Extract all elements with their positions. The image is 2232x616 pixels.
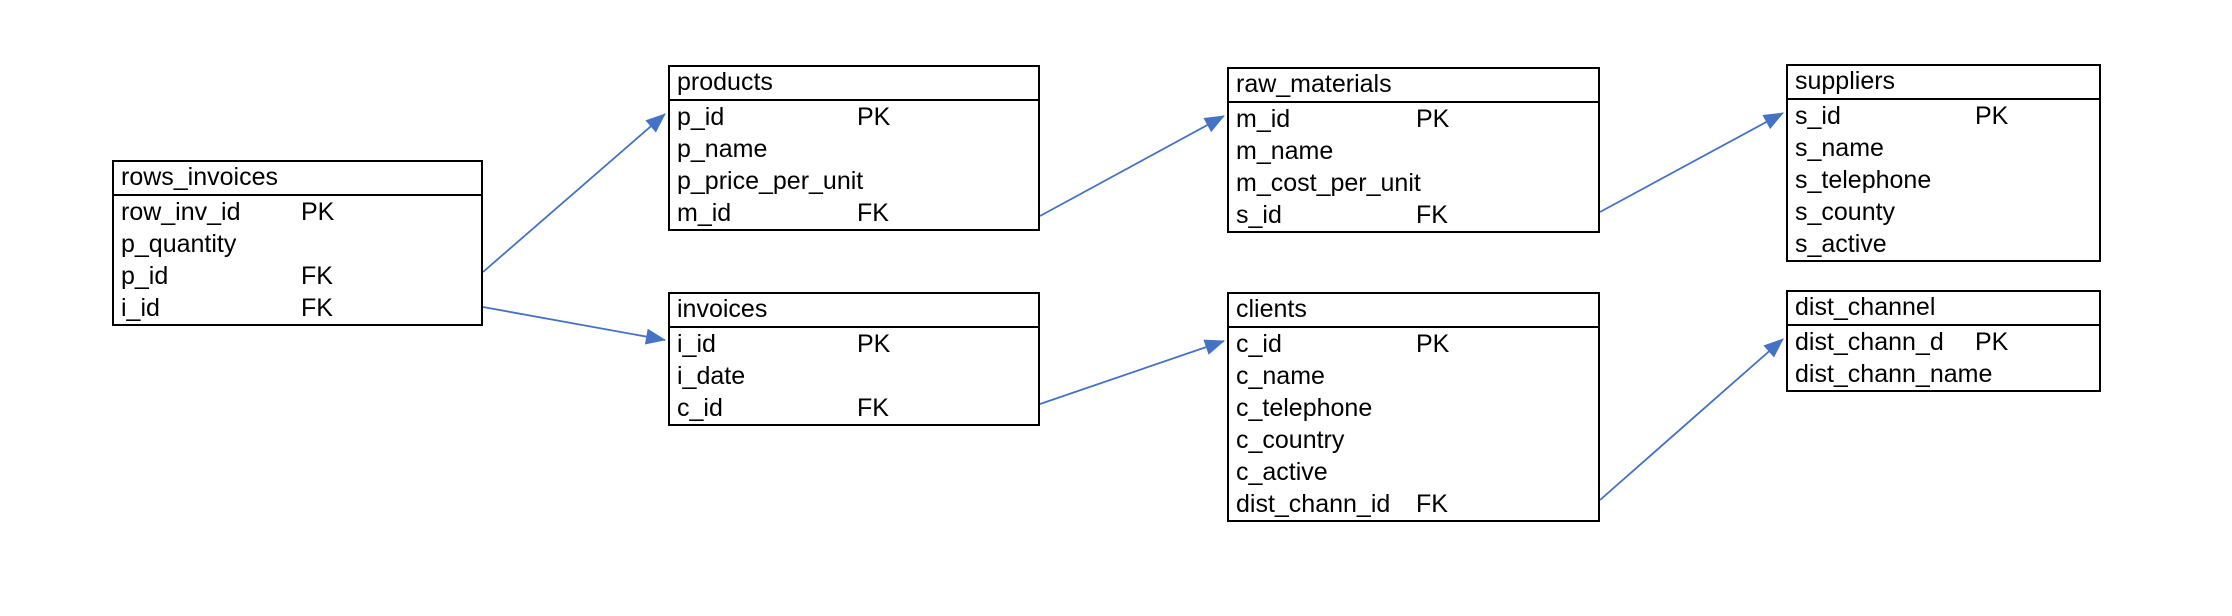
column-row: c_id FK (670, 392, 1038, 424)
column-row: i_id FK (114, 292, 481, 324)
key-badge: FK (857, 394, 889, 422)
column-row: c_telephone (1229, 392, 1598, 424)
column-row: m_cost_per_unit (1229, 167, 1598, 199)
column-row: s_active (1788, 228, 2099, 260)
entity-title: dist_channel (1788, 292, 2099, 326)
column-name: s_id (1795, 102, 1841, 130)
entity-clients[interactable]: clients c_id PK c_name c_telephone c_cou… (1227, 292, 1600, 522)
column-row: s_county (1788, 196, 2099, 228)
column-row: c_name (1229, 360, 1598, 392)
arrow-clients-to-dist_channel[interactable] (1599, 338, 1784, 501)
column-name: p_price_per_unit (677, 167, 864, 195)
column-row: c_active (1229, 456, 1598, 488)
entity-suppliers[interactable]: suppliers s_id PK s_name s_telephone s_c… (1786, 64, 2101, 262)
column-row: p_name (670, 133, 1038, 165)
entity-invoices[interactable]: invoices i_id PK i_date c_id FK (668, 292, 1040, 426)
entity-title: suppliers (1788, 66, 2099, 100)
entity-rows_invoices[interactable]: rows_invoices row_inv_id PK p_quantity p… (112, 160, 483, 326)
column-row: m_id FK (670, 197, 1038, 229)
column-name: s_telephone (1795, 166, 1932, 194)
column-name: m_id (1236, 105, 1291, 133)
column-name: m_name (1236, 137, 1334, 165)
column-row: dist_chann_name (1788, 358, 2099, 390)
column-name: c_country (1236, 426, 1345, 454)
entity-title: products (670, 67, 1038, 101)
column-name: row_inv_id (121, 198, 241, 226)
column-name: i_id (121, 294, 160, 322)
key-badge: PK (1975, 102, 2009, 130)
column-name: c_telephone (1236, 394, 1373, 422)
column-name: s_county (1795, 198, 1896, 226)
column-name: c_active (1236, 458, 1328, 486)
column-name: s_name (1795, 134, 1884, 162)
column-row: s_id PK (1788, 100, 2099, 132)
key-badge: PK (1416, 105, 1450, 133)
column-row: dist_chann_d PK (1788, 326, 2099, 358)
arrow-rows_invoices-to-products[interactable] (482, 113, 666, 273)
column-row: s_id FK (1229, 199, 1598, 231)
column-row: m_name (1229, 135, 1598, 167)
column-name: p_quantity (121, 230, 237, 258)
column-name: dist_chann_d (1795, 328, 1944, 356)
entity-title: rows_invoices (114, 162, 481, 196)
column-name: c_name (1236, 362, 1325, 390)
entity-title: clients (1229, 294, 1598, 328)
column-row: c_id PK (1229, 328, 1598, 360)
column-row: s_telephone (1788, 164, 2099, 196)
column-name: dist_chann_id (1236, 490, 1391, 518)
arrow-raw_materials-to-suppliers[interactable] (1599, 112, 1784, 213)
key-badge: PK (301, 198, 335, 226)
entity-dist_channel[interactable]: dist_channel dist_chann_d PK dist_chann_… (1786, 290, 2101, 392)
column-name: p_id (677, 103, 725, 131)
column-name: s_active (1795, 230, 1887, 258)
column-name: i_id (677, 330, 716, 358)
column-row: p_price_per_unit (670, 165, 1038, 197)
column-row: p_id PK (670, 101, 1038, 133)
key-badge: PK (1416, 330, 1450, 358)
column-row: c_country (1229, 424, 1598, 456)
column-row: i_id PK (670, 328, 1038, 360)
arrow-products-to-raw_materials[interactable] (1039, 115, 1225, 217)
key-badge: PK (857, 103, 891, 131)
column-row: m_id PK (1229, 103, 1598, 135)
column-row: i_date (670, 360, 1038, 392)
column-name: dist_chann_name (1795, 360, 1993, 388)
entity-title: raw_materials (1229, 69, 1598, 103)
key-badge: FK (301, 262, 333, 290)
column-row: p_quantity (114, 228, 481, 260)
column-name: p_name (677, 135, 768, 163)
column-name: c_id (1236, 330, 1282, 358)
key-badge: PK (1975, 328, 2009, 356)
column-name: s_id (1236, 201, 1282, 229)
column-name: c_id (677, 394, 723, 422)
column-name: m_cost_per_unit (1236, 169, 1421, 197)
entity-raw_materials[interactable]: raw_materials m_id PK m_name m_cost_per_… (1227, 67, 1600, 233)
column-row: s_name (1788, 132, 2099, 164)
column-name: p_id (121, 262, 169, 290)
entity-products[interactable]: products p_id PK p_name p_price_per_unit… (668, 65, 1040, 231)
entity-title: invoices (670, 294, 1038, 328)
key-badge: FK (301, 294, 333, 322)
key-badge: FK (1416, 201, 1448, 229)
arrow-invoices-to-clients[interactable] (1039, 339, 1225, 405)
column-name: m_id (677, 199, 732, 227)
column-row: p_id FK (114, 260, 481, 292)
column-row: row_inv_id PK (114, 196, 481, 228)
column-name: i_date (677, 362, 746, 390)
key-badge: FK (1416, 490, 1448, 518)
column-row: dist_chann_id FK (1229, 488, 1598, 520)
key-badge: FK (857, 199, 889, 227)
key-badge: PK (857, 330, 891, 358)
arrow-rows_invoices-to-invoices[interactable] (482, 306, 666, 345)
